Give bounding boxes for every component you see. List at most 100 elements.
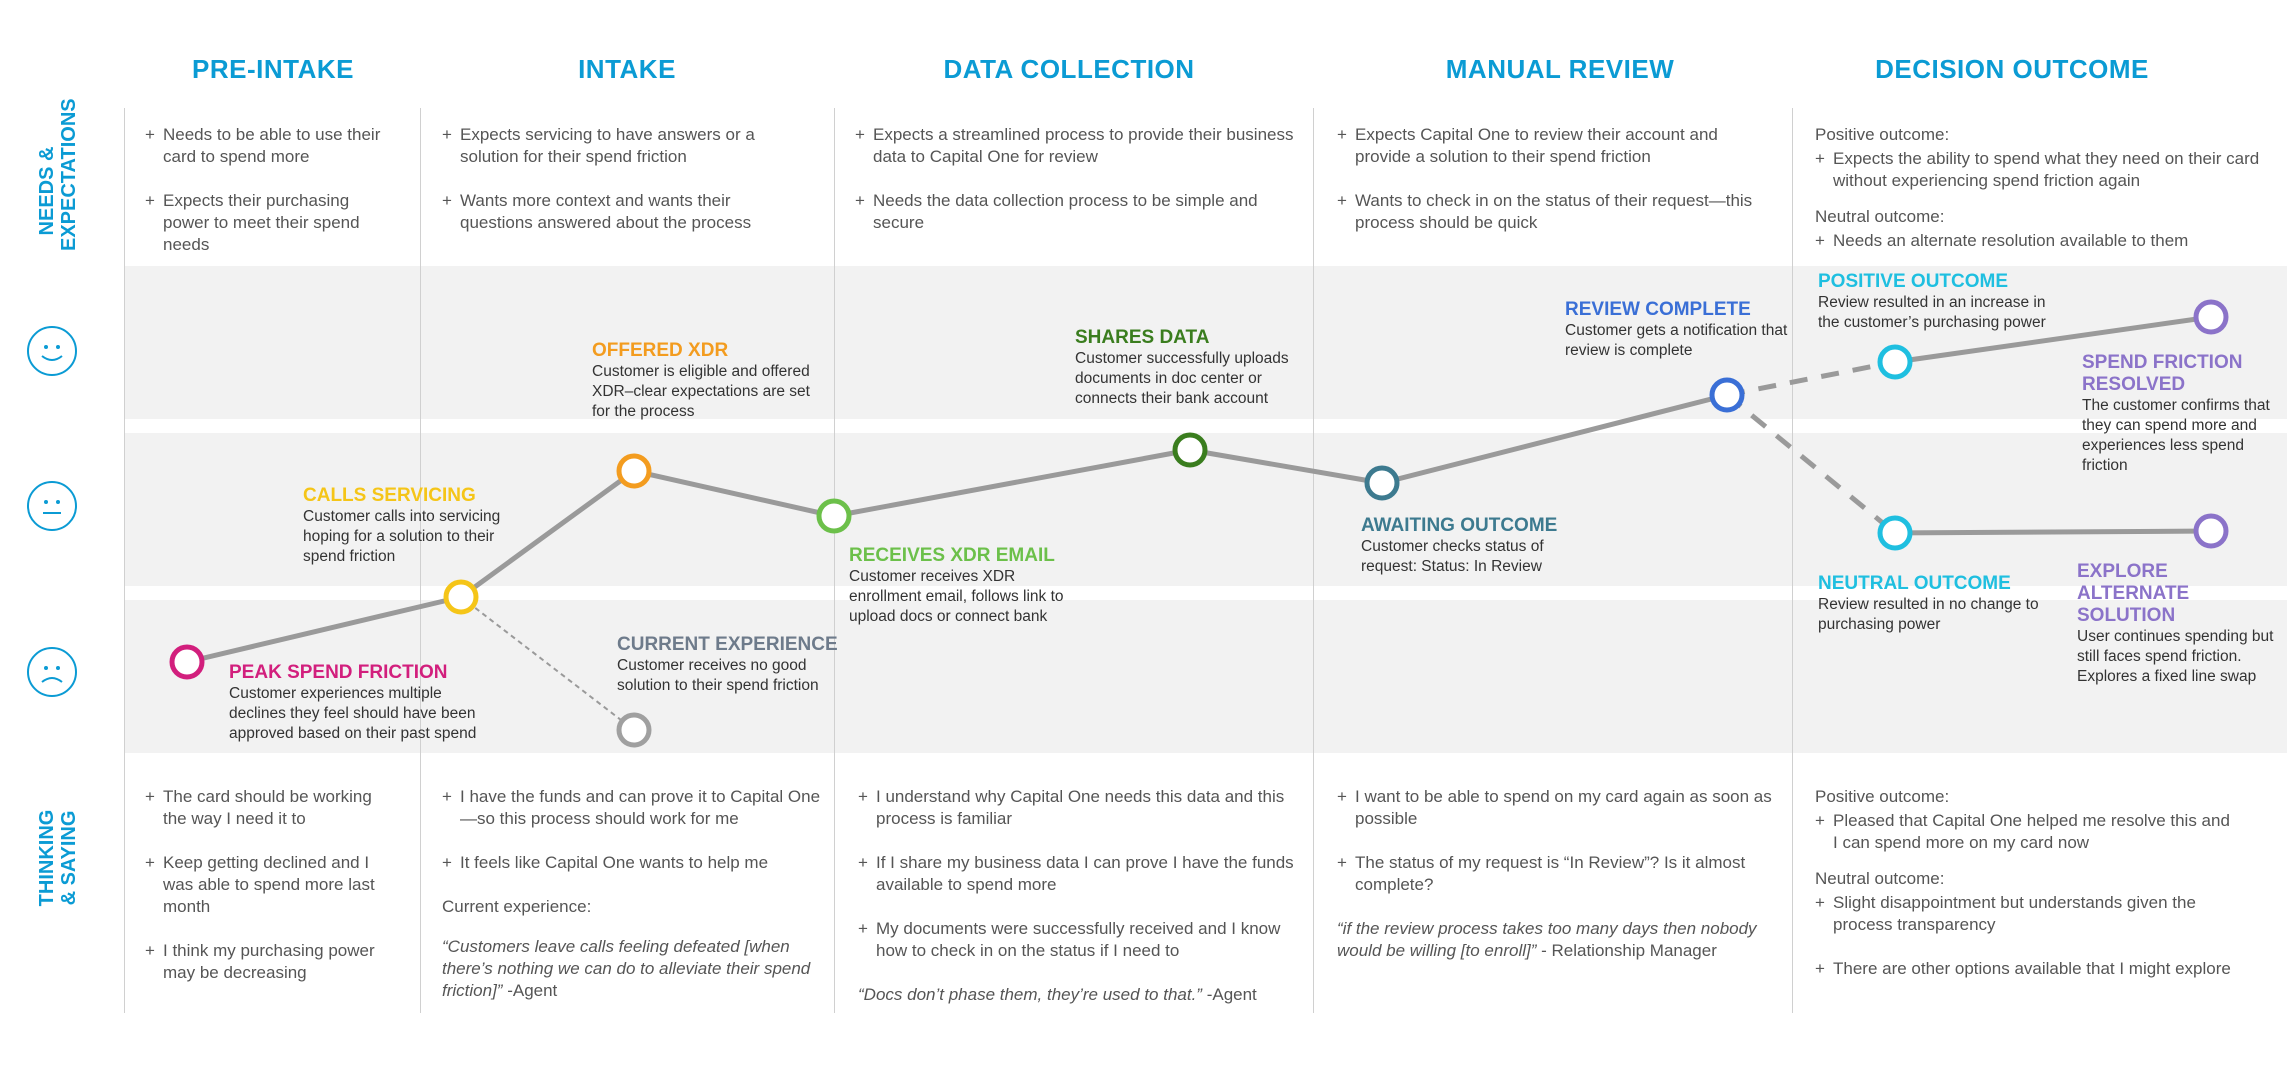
label-neutral-outcome: NEUTRAL OUTCOME Review resulted in no ch… [1818, 573, 2048, 635]
node-title: OFFERED XDR [592, 340, 729, 361]
journey-segment [631, 468, 837, 519]
sad-band [125, 600, 2287, 753]
list-item: Wants more context and wants their quest… [442, 190, 782, 234]
node-description: Customer receives XDR enrollment email, … [849, 568, 1064, 625]
journey-segment [458, 468, 637, 600]
needs-decision: Positive outcome: Expects the ability to… [1815, 124, 2270, 274]
needs-pre-intake: Needs to be able to use their card to sp… [145, 124, 400, 278]
needs-data-collection: Expects a streamlined process to provide… [855, 124, 1295, 256]
node-receives-xdr-email [816, 498, 852, 534]
node-title: SHARES DATA [1075, 327, 1210, 348]
node-spend-friction-resolved [2193, 299, 2229, 335]
quote-text: “Customers leave calls feeling defeated … [442, 937, 811, 1000]
list-item: My documents were successfully received … [858, 918, 1298, 962]
node-explore-alternate [2193, 513, 2229, 549]
column-divider [420, 108, 421, 1013]
label-peak-spend-friction: PEAK SPEND FRICTION Customer experiences… [229, 662, 499, 744]
sad-face-icon [27, 647, 77, 697]
thinking-decision: Positive outcome: Pleased that Capital O… [1815, 786, 2235, 1002]
node-title: POSITIVE OUTCOME [1818, 271, 2009, 292]
label-shares-data: SHARES DATA Customer successfully upload… [1075, 327, 1300, 409]
node-description: Customer experiences multiple declines t… [229, 685, 477, 742]
node-title: REVIEW COMPLETE [1565, 299, 1751, 320]
label-awaiting-outcome: AWAITING OUTCOME Customer checks status … [1361, 515, 1586, 577]
quote-attribution: -Agent [502, 981, 558, 1000]
list-item: Slight disappointment but understands gi… [1815, 892, 2235, 936]
happy-face-icon [27, 326, 77, 376]
node-description: Customer is eligible and offered XDR–cle… [592, 363, 810, 420]
phase-title-decision-outcome: DECISION OUTCOME [1875, 54, 2149, 84]
node-neutral-outcome [1877, 515, 1913, 551]
neutral-face-icon [27, 481, 77, 531]
list-item: Expects their purchasing power to meet t… [145, 190, 400, 256]
thinking-manual-review: I want to be able to spend on my card ag… [1337, 786, 1787, 962]
node-description: Customer gets a notification that review… [1565, 322, 1788, 359]
thinking-data-collection: I understand why Capital One needs this … [858, 786, 1298, 1006]
neutral-outcome-label: Neutral outcome: [1815, 869, 1945, 888]
list-item: I have the funds and can prove it to Cap… [442, 786, 822, 830]
column-divider [1313, 108, 1314, 1013]
phase-title-data-collection: DATA COLLECTION [943, 54, 1195, 84]
list-item: The status of my request is “In Review”?… [1337, 852, 1787, 896]
journey-segment [1379, 392, 1730, 486]
list-item: I think my purchasing power may be decre… [145, 940, 400, 984]
journey-segment [1892, 528, 2214, 536]
node-shares-data [1172, 432, 1208, 468]
quote-text: “if the review process takes too many da… [1337, 919, 1757, 960]
needs-intake: Expects servicing to have answers or a s… [442, 124, 782, 256]
list-item: Keep getting declined and I was able to … [145, 852, 400, 918]
list-item: There are other options available that I… [1815, 958, 2235, 980]
node-description: Review resulted in an increase in the cu… [1818, 294, 2046, 331]
node-review-complete [1709, 377, 1745, 413]
column-divider [124, 108, 125, 1013]
node-current-experience [616, 712, 652, 748]
journey-segment [184, 594, 464, 665]
quote-attribution: - Relationship Manager [1536, 941, 1717, 960]
positive-outcome-label: Positive outcome: [1815, 787, 1950, 806]
node-title: PEAK SPEND FRICTION [229, 662, 448, 683]
node-title: RECEIVES XDR EMAIL [849, 545, 1055, 566]
node-title: EXPLORE ALTERNATE SOLUTION [2077, 561, 2190, 626]
agent-quote: “Docs don’t phase them, they’re used to … [858, 984, 1298, 1006]
agent-quote: “Customers leave calls feeling defeated … [442, 936, 822, 1002]
node-title: CURRENT EXPERIENCE [617, 634, 838, 655]
node-title: AWAITING OUTCOME [1361, 515, 1558, 536]
node-calls-servicing [443, 579, 479, 615]
list-item: Needs to be able to use their card to sp… [145, 124, 400, 168]
node-awaiting-outcome [1364, 465, 1400, 501]
node-description: The customer confirms that they can spen… [2082, 397, 2270, 474]
manager-quote: “if the review process takes too many da… [1337, 918, 1787, 962]
list-item: Expects a streamlined process to provide… [855, 124, 1295, 168]
node-offered-xdr [616, 453, 652, 489]
dashed-segment [1725, 393, 1897, 535]
node-description: Customer calls into servicing hoping for… [303, 508, 501, 565]
list-item: Expects the ability to spend what they n… [1815, 148, 2270, 192]
label-offered-xdr: OFFERED XDR Customer is eligible and off… [592, 340, 827, 422]
list-item: It feels like Capital One wants to help … [442, 852, 822, 874]
neutral-outcome-label: Neutral outcome: [1815, 207, 1945, 226]
journey-segment [1187, 447, 1385, 486]
node-title: CALLS SERVICING [303, 485, 476, 506]
list-item: The card should be working the way I nee… [145, 786, 400, 830]
list-item: If I share my business data I can prove … [858, 852, 1298, 896]
column-divider [1792, 108, 1793, 1013]
happy-band [125, 266, 2287, 419]
node-positive-outcome [1877, 344, 1913, 380]
list-item: Expects Capital One to review their acco… [1337, 124, 1777, 168]
node-description: Customer checks status of request: Statu… [1361, 538, 1544, 575]
neutral-band [125, 433, 2287, 586]
label-review-complete: REVIEW COMPLETE Customer gets a notifica… [1565, 299, 1790, 361]
node-description: User continues spending but still faces … [2077, 628, 2274, 685]
list-item: Needs an alternate resolution available … [1815, 230, 2270, 252]
phase-title-manual-review: MANUAL REVIEW [1445, 54, 1675, 84]
node-description: Customer receives no good solution to th… [617, 657, 819, 694]
list-item: Needs the data collection process to be … [855, 190, 1295, 234]
list-item: Expects servicing to have answers or a s… [442, 124, 782, 168]
label-spend-friction-resolved: SPEND FRICTION RESOLVED The customer con… [2082, 352, 2282, 476]
quote-attribution: -Agent [1201, 985, 1257, 1004]
label-calls-servicing: CALLS SERVICING Customer calls into serv… [303, 485, 518, 567]
label-explore-alternate: EXPLORE ALTERNATE SOLUTION User continue… [2077, 561, 2282, 687]
node-title: SPEND FRICTION RESOLVED [2082, 352, 2243, 395]
positive-outcome-label: Positive outcome: [1815, 125, 1950, 144]
label-receives-xdr-email: RECEIVES XDR EMAIL Customer receives XDR… [849, 545, 1089, 627]
